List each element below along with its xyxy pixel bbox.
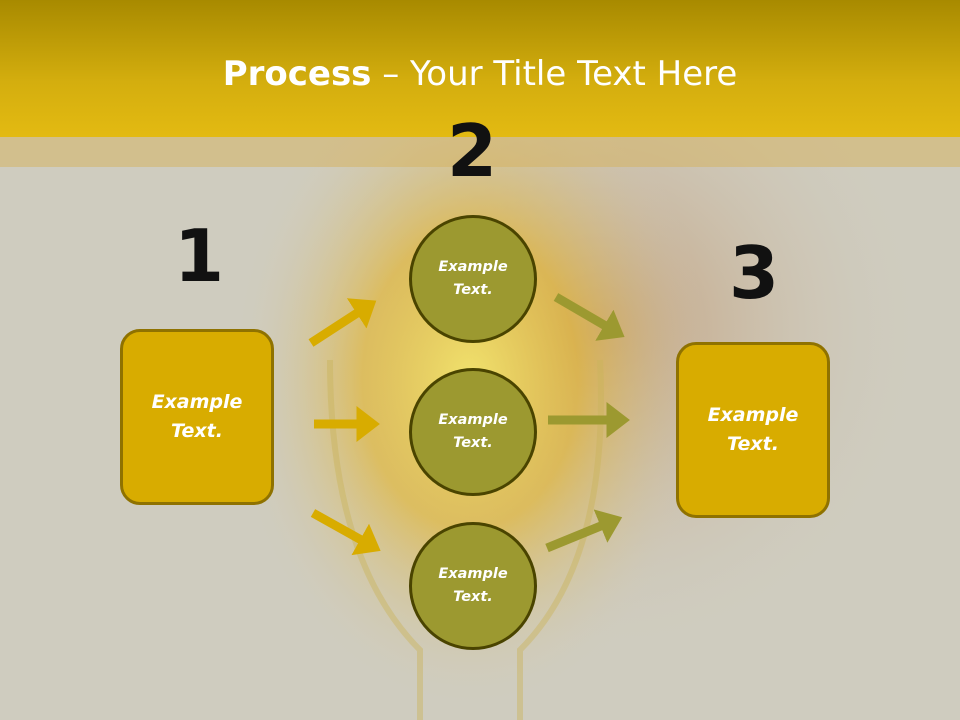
step-number-1: 1 [173, 214, 225, 298]
step-3-text: Example Text. [707, 404, 799, 455]
step-1-text: Example Text. [151, 391, 243, 442]
step-number-3: 3 [728, 231, 780, 315]
page-title: Process – Your Title Text Here [0, 52, 960, 96]
arrow-top-to-3 [553, 293, 625, 341]
arrow-bottom-to-3 [545, 509, 623, 553]
title-rest: – Your Title Text Here [371, 54, 738, 94]
circle-middle-text: Example Text. [438, 412, 508, 451]
title-bold: Process [222, 54, 372, 94]
arrow-1-to-bottom [310, 509, 381, 556]
circle-middle: Example Text. [409, 368, 537, 496]
step-1-box: Example Text. [120, 329, 274, 505]
header-bar [0, 0, 960, 137]
arrow-1-to-top [308, 298, 377, 347]
header-band [0, 137, 960, 167]
circle-bottom: Example Text. [409, 522, 537, 650]
circle-bottom-text: Example Text. [438, 566, 508, 605]
step-number-2: 2 [446, 109, 498, 193]
circle-top-text: Example Text. [438, 259, 508, 298]
step-3-box: Example Text. [676, 342, 830, 518]
circle-top: Example Text. [409, 215, 537, 343]
